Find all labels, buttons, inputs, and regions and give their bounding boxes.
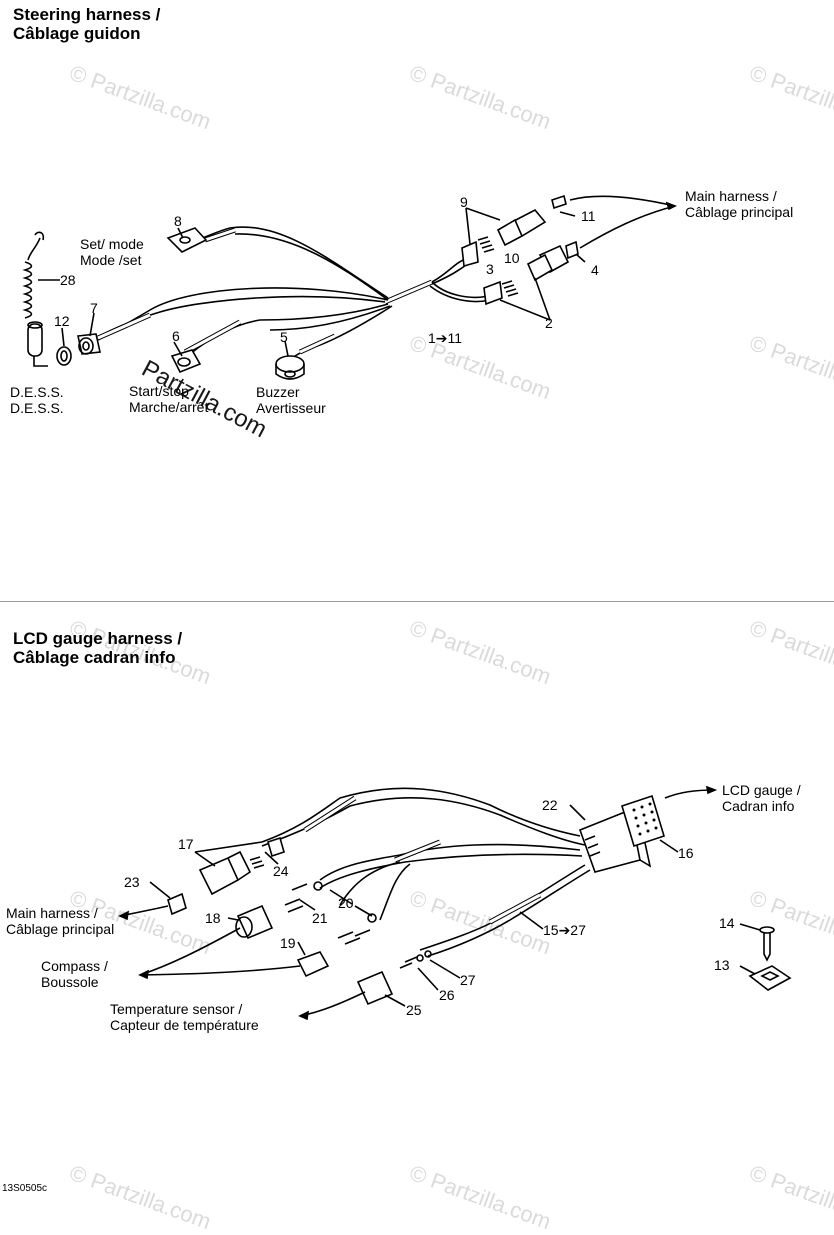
harness-drawing: [22, 194, 792, 1021]
callout-28: 28: [60, 272, 76, 288]
section-title: Steering harness / Câblage guidon: [13, 5, 161, 43]
callout-24: 24: [273, 863, 289, 879]
plug-23: [167, 892, 187, 916]
section-title: LCD gauge harness / Câblage cadran info: [13, 629, 183, 667]
callout-4: 4: [591, 262, 599, 278]
callout-6: 6: [172, 328, 180, 344]
callout-21: 21: [312, 910, 328, 926]
start-stop-label: Start/stop Marche/arrêt: [129, 383, 209, 415]
wire-branch: [431, 281, 489, 299]
callout-11: 11: [581, 208, 596, 224]
connector-19: [296, 951, 330, 978]
connector-25: [356, 970, 394, 1006]
callout-14: 14: [719, 915, 735, 931]
callout-19: 19: [280, 935, 296, 951]
callout-7: 7: [90, 300, 98, 316]
callout-5: 5: [280, 329, 288, 345]
main-harness-label: Main harness / Câblage principal: [685, 188, 794, 220]
callout-17: 17: [178, 836, 194, 852]
main-harness-label: Main harness / Câblage principal: [6, 905, 115, 937]
temperature-sensor-label: Temperature sensor / Capteur de températ…: [110, 1001, 259, 1033]
callout-2: 2: [545, 315, 553, 331]
callout-9: 9: [460, 194, 468, 210]
callout-15-27: 15➔27: [543, 922, 586, 938]
dess-lanyard: [27, 237, 41, 261]
plug-4: [565, 240, 579, 260]
connector-17: [198, 856, 240, 896]
callout-3: 3: [486, 261, 494, 277]
callout-26: 26: [439, 987, 455, 1003]
lcd-gauge-label: LCD gauge / Cadran info: [722, 782, 801, 814]
callout-8: 8: [174, 213, 182, 229]
callout-12: 12: [54, 313, 70, 329]
start-stop-switch: [170, 349, 202, 374]
buzzer: [275, 355, 305, 373]
callout-10: 10: [504, 250, 520, 266]
buzzer-label: Buzzer Avertisseur: [256, 384, 326, 416]
clip-13: [748, 965, 792, 991]
drawing-code: 13S0505c: [2, 1183, 48, 1194]
callout-13: 13: [714, 957, 730, 973]
set-mode-switch: [166, 227, 208, 253]
plug-11: [551, 194, 567, 210]
callout-25: 25: [406, 1002, 422, 1018]
dess-ring: [56, 346, 72, 366]
callout-27: 27: [460, 972, 476, 988]
compass-label: Compass / Boussole: [41, 958, 108, 990]
callout-23: 23: [124, 874, 140, 890]
callout-16: 16: [678, 845, 694, 861]
callout-18: 18: [205, 910, 221, 926]
set-mode-label: Set/ mode Mode /set: [80, 236, 144, 268]
callout-20: 20: [338, 895, 354, 911]
callout-1-11: 1➔11: [428, 330, 463, 346]
lcd-wire: [261, 787, 581, 843]
wire-set-mode: [195, 226, 389, 299]
section-divider: [0, 601, 834, 602]
dess-label: D.E.S.S. D.E.S.S.: [10, 384, 64, 416]
callout-22: 22: [542, 797, 558, 813]
screw-14: [763, 929, 771, 962]
dess-key: [27, 323, 43, 357]
lcd-wire: [319, 843, 581, 881]
connector-18: [236, 904, 274, 940]
gauge-face: [621, 794, 665, 848]
wire-branch: [431, 257, 469, 283]
